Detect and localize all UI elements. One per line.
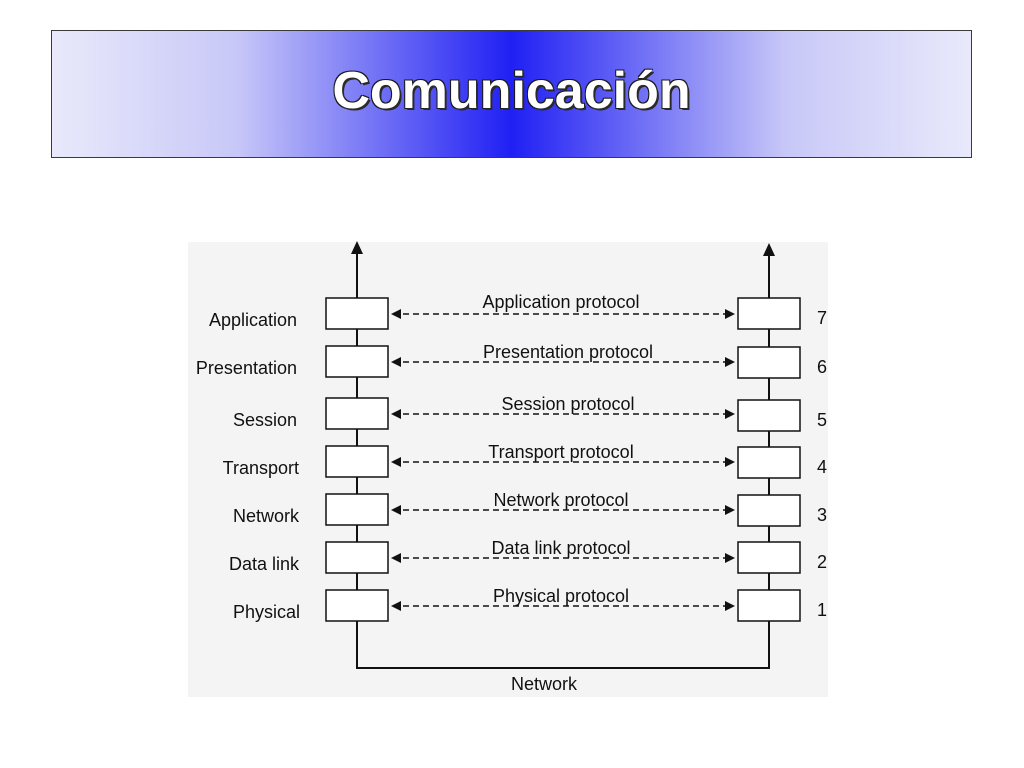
protocol-label: Application protocol bbox=[482, 292, 639, 312]
left-layer-box bbox=[325, 397, 389, 430]
right-layer-box bbox=[737, 297, 801, 330]
protocol-label: Presentation protocol bbox=[483, 342, 653, 362]
left-layer-box bbox=[325, 493, 389, 526]
network-bottom-label: Network bbox=[511, 674, 578, 694]
layer-name-label: Session bbox=[233, 410, 297, 430]
left-layer-box bbox=[325, 589, 389, 622]
protocol-label: Physical protocol bbox=[493, 586, 629, 606]
layer-number-label: 1 bbox=[817, 600, 827, 620]
left-layer-box bbox=[325, 445, 389, 478]
layer-number-label: 4 bbox=[817, 457, 827, 477]
layer-number-label: 7 bbox=[817, 308, 827, 328]
layer-name-label: Application bbox=[209, 310, 297, 330]
protocol-label: Transport protocol bbox=[488, 442, 633, 462]
layer-number-label: 5 bbox=[817, 410, 827, 430]
left-layer-box bbox=[325, 297, 389, 330]
right-layer-box bbox=[737, 446, 801, 479]
right-layer-box bbox=[737, 346, 801, 379]
layer-name-label: Physical bbox=[233, 602, 300, 622]
layer-number-label: 2 bbox=[817, 552, 827, 572]
layer-number-label: 6 bbox=[817, 357, 827, 377]
right-up-arrow-icon bbox=[763, 243, 775, 256]
left-layer-box bbox=[325, 345, 389, 378]
page-title: Comunicación bbox=[332, 62, 691, 120]
layer-name-label: Data link bbox=[229, 554, 300, 574]
protocol-label: Session protocol bbox=[501, 394, 634, 414]
right-layer-box bbox=[737, 494, 801, 527]
layer-name-label: Network bbox=[233, 506, 300, 526]
protocol-label: Network protocol bbox=[493, 490, 628, 510]
left-up-arrow-icon bbox=[351, 241, 363, 254]
title-banner: Comunicación bbox=[51, 30, 972, 158]
left-layer-box bbox=[325, 541, 389, 574]
layer-name-label: Transport bbox=[223, 458, 299, 478]
right-layer-box bbox=[737, 399, 801, 432]
layer-number-label: 3 bbox=[817, 505, 827, 525]
protocol-label: Data link protocol bbox=[491, 538, 630, 558]
layer-name-label: Presentation bbox=[196, 358, 297, 378]
right-layer-box bbox=[737, 589, 801, 622]
right-layer-box bbox=[737, 541, 801, 574]
